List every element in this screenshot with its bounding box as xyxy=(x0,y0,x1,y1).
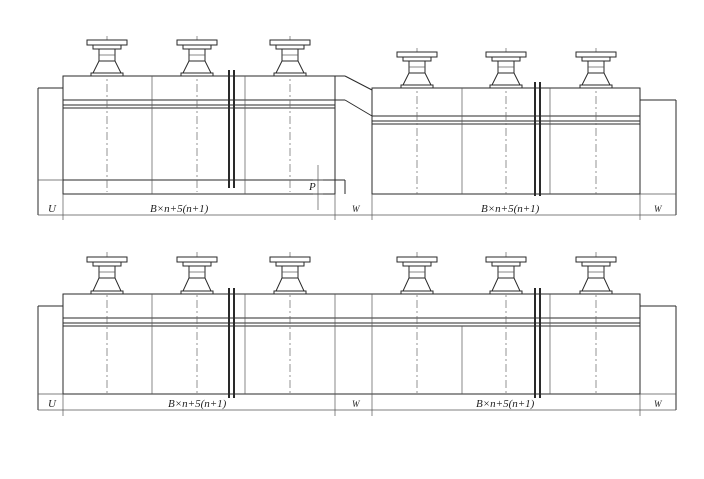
bottom-right-dim-label: W xyxy=(654,399,663,409)
impeller-mechanism xyxy=(86,256,128,295)
top-span1-label: B×n+5(n+1) xyxy=(150,203,209,215)
impeller-mechanism xyxy=(575,51,617,89)
bottom-assembly: U B×n+5(n+1) W B×n+5(n+1) W xyxy=(37,252,677,416)
impeller-mechanism xyxy=(485,256,527,295)
bottom-mid-dim-label: W xyxy=(352,399,361,409)
top-right-dim-label: W xyxy=(654,204,663,214)
top-centerlines xyxy=(106,36,597,194)
bottom-tank xyxy=(37,288,677,410)
bottom-span2-label: B×n+5(n+1) xyxy=(476,398,535,410)
top-right-tank xyxy=(371,82,677,215)
bottom-left-dim-label: U xyxy=(48,398,57,410)
top-dimension-line: U B×n+5(n+1) W B×n+5(n+1) W xyxy=(38,194,676,220)
impeller-mechanism xyxy=(575,256,617,295)
impeller-mechanism xyxy=(485,51,527,89)
impeller-mechanism xyxy=(396,256,438,295)
top-step-transition: P xyxy=(308,75,373,210)
top-mechanisms xyxy=(86,39,617,89)
impeller-mechanism xyxy=(176,39,218,77)
impeller-mechanism xyxy=(86,39,128,77)
top-span2-label: B×n+5(n+1) xyxy=(481,203,540,215)
top-left-dim-label: U xyxy=(48,203,57,215)
impeller-mechanism xyxy=(269,256,311,295)
top-assembly: P xyxy=(37,36,677,220)
top-mid-dim-label: W xyxy=(352,204,361,214)
impeller-mechanism xyxy=(396,51,438,89)
bottom-dimension-line: U B×n+5(n+1) W B×n+5(n+1) W xyxy=(38,394,676,416)
bottom-span1-label: B×n+5(n+1) xyxy=(168,398,227,410)
step-dim-label: P xyxy=(308,181,316,193)
bottom-mechanisms xyxy=(86,256,617,295)
impeller-mechanism xyxy=(269,39,311,77)
impeller-mechanism xyxy=(176,256,218,295)
top-left-tank xyxy=(37,70,336,215)
